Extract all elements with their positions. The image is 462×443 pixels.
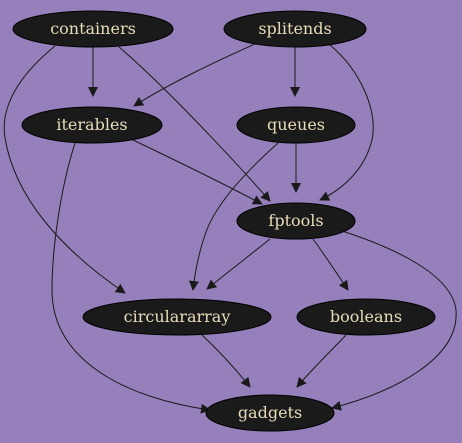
node-label: containers: [50, 19, 136, 38]
node-iterables: iterables: [21, 106, 163, 144]
edge-fptools-to-circulararray: [206, 238, 271, 290]
node-splitends: splitends: [223, 10, 367, 48]
node-ellipse: [205, 394, 335, 432]
edge-containers-to-fptools: [118, 46, 271, 202]
edge-circulararray-to-gadgets: [201, 334, 251, 388]
node-label: queues: [267, 115, 325, 134]
node-ellipse: [21, 106, 163, 144]
edge-iterables-to-gadgets: [51, 142, 211, 414]
node-label: booleans: [330, 307, 402, 326]
node-label: gadgets: [238, 403, 302, 422]
edge-booleans-to-gadgets: [296, 334, 347, 388]
edge-fptools-to-gadgets: [331, 230, 457, 411]
node-circulararray: circulararray: [82, 298, 272, 336]
node-ellipse: [82, 298, 272, 336]
node-layer: containers splitends iterables queues fptool…: [12, 10, 436, 432]
node-ellipse: [236, 106, 356, 144]
node-ellipse: [223, 10, 367, 48]
edge-queues-to-circulararray: [189, 142, 279, 291]
node-ellipse: [296, 298, 436, 336]
edge-layer: [3, 43, 457, 414]
node-label: circulararray: [124, 307, 231, 326]
node-label: fptools: [268, 211, 323, 230]
edge-fptools-to-booleans: [312, 238, 349, 291]
node-ellipse: [236, 202, 356, 240]
edge-iterables-to-fptools: [132, 139, 263, 205]
edge-splitends-to-iterables: [133, 43, 256, 107]
node-queues: queues: [236, 106, 356, 144]
node-ellipse: [12, 10, 174, 48]
node-fptools: fptools: [236, 202, 356, 240]
node-gadgets: gadgets: [205, 394, 335, 432]
edge-splitends-to-fptools: [319, 44, 374, 201]
edge-containers-to-circulararray: [3, 45, 126, 294]
node-booleans: booleans: [296, 298, 436, 336]
node-label: splitends: [258, 19, 331, 38]
node-containers: containers: [12, 10, 174, 48]
node-label: iterables: [56, 115, 127, 134]
